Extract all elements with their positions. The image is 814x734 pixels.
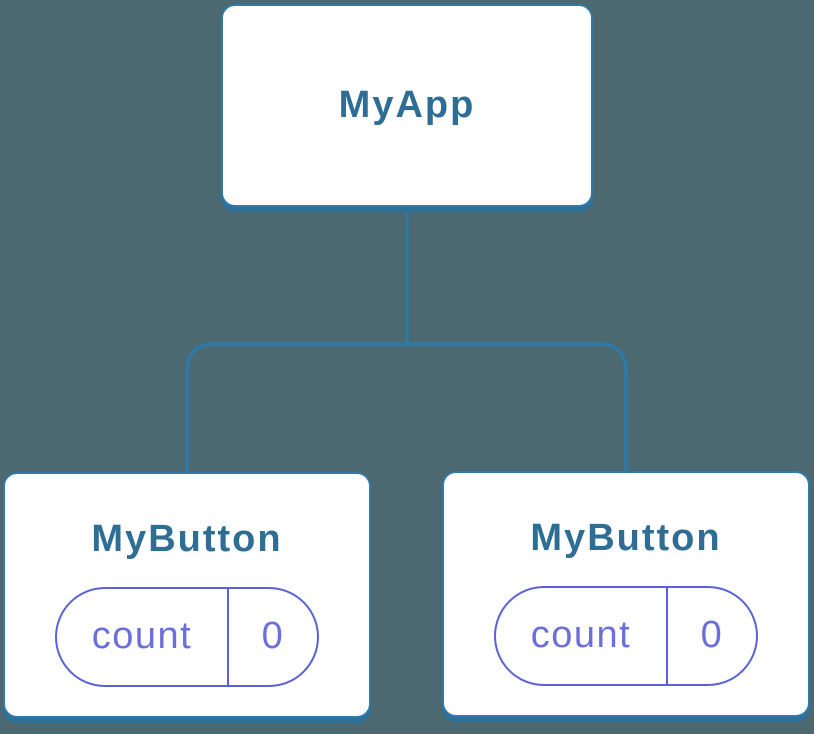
component-node-root: MyApp: [221, 4, 593, 207]
component-label-button-right: MyButton: [530, 517, 722, 559]
state-pill-right: count 0: [494, 585, 758, 686]
connector-bracket-line: [185, 342, 628, 474]
state-value-left: 0: [261, 615, 285, 658]
component-label-root: MyApp: [338, 83, 476, 126]
component-node-button-left: MyButton count 0: [3, 472, 371, 718]
state-value-right: 0: [700, 614, 724, 657]
state-key-right: count: [496, 587, 668, 684]
component-node-button-right: MyButton count 0: [442, 471, 810, 717]
component-label-button-left: MyButton: [91, 518, 283, 560]
state-pill-left: count 0: [55, 586, 319, 687]
state-key-left: count: [57, 588, 229, 685]
